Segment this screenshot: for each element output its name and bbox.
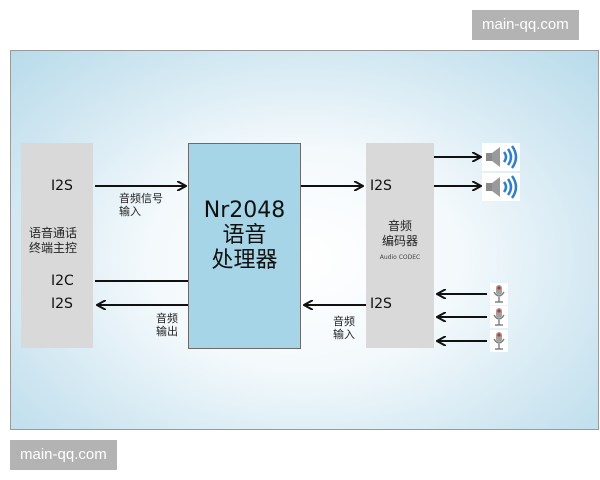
microphone-icon: [490, 283, 508, 305]
label-audio-signal-input-line1: 音频信号: [119, 192, 163, 205]
label-audio-output: 音频 输出: [156, 312, 178, 338]
codec-title-line1: 音频: [387, 219, 412, 233]
codec-title-line2: 编码器: [381, 234, 418, 248]
speaker-icon: [482, 143, 520, 171]
host-pin-i2s-top: I2S: [51, 178, 73, 194]
host-title-line2: 终端主控: [29, 241, 78, 255]
host-controller-block: I2S 语音通话 终端主控 I2C I2S: [21, 143, 93, 348]
label-audio-signal-input-line2: 输入: [119, 205, 141, 218]
codec-pin-i2s-bottom: I2S: [370, 296, 392, 312]
arrows-layer: [95, 143, 520, 352]
microphone-icon: [490, 306, 508, 328]
label-audio-output-line2: 输出: [156, 325, 178, 338]
speaker-icon: [482, 173, 520, 201]
diagram-panel: I2S 语音通话 终端主控 I2C I2S Nr2048 语音 处理器 I2S …: [10, 50, 599, 430]
voice-processor-block: Nr2048 语音 处理器: [188, 143, 301, 349]
processor-title: Nr2048 语音 处理器: [189, 198, 300, 273]
processor-model: Nr2048: [203, 198, 286, 223]
processor-line3: 处理器: [211, 248, 278, 273]
label-audio-input: 音频 输入: [333, 315, 355, 341]
label-audio-signal-input: 音频信号 输入: [119, 192, 163, 218]
watermark-top: main-qq.com: [472, 10, 579, 40]
host-title: 语音通话 终端主控: [29, 226, 77, 256]
codec-pin-i2s-top: I2S: [370, 178, 392, 194]
host-pin-i2c: I2C: [51, 273, 74, 289]
codec-subtitle: Audio CODEC: [379, 254, 421, 261]
label-audio-input-line2: 输入: [333, 328, 355, 341]
microphone-icon: [490, 330, 508, 352]
watermark-bottom: main-qq.com: [10, 440, 117, 470]
host-title-line1: 语音通话: [29, 226, 78, 240]
label-audio-input-line1: 音频: [333, 315, 355, 328]
label-audio-output-line1: 音频: [156, 312, 178, 325]
host-pin-i2s-bottom: I2S: [51, 296, 73, 312]
codec-title: 音频 编码器: [366, 219, 434, 249]
processor-line2: 语音: [222, 223, 267, 248]
audio-codec-block: I2S 音频 编码器 Audio CODEC I2S: [366, 143, 434, 348]
